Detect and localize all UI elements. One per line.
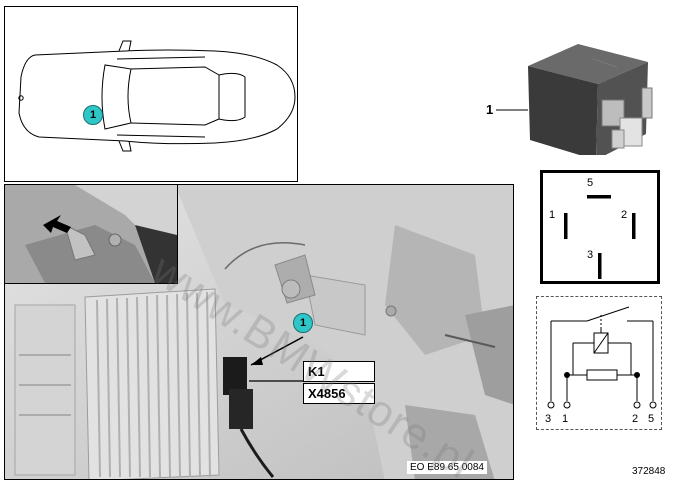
pin-label-1: 1 <box>549 209 556 221</box>
locator-callout-1: 1 <box>83 105 103 125</box>
schematic-terminal-5: 5 <box>648 413 655 425</box>
label-k1: K1 <box>303 361 375 382</box>
installation-photo-illustration <box>5 185 513 479</box>
image-number: 372848 <box>632 466 666 477</box>
relay-photo: ~~~~~~~~~ <box>528 44 653 155</box>
photo-reference-code: EO E89 65 0084 <box>407 461 487 474</box>
pin-label-2: 2 <box>621 209 628 221</box>
part-number-label: 1 <box>486 102 494 117</box>
schematic-terminal-3: 3 <box>545 413 552 425</box>
installation-photo-frame: 1 K1 X4856 EO E89 65 0084 <box>4 184 514 480</box>
part-leader-line <box>496 109 528 111</box>
schematic-terminal-1: 1 <box>562 413 569 425</box>
pin-diagram-bars <box>564 195 636 279</box>
car-top-view-outline <box>18 40 296 152</box>
pin-label-3: 3 <box>587 249 594 261</box>
photo-callout-1: 1 <box>293 313 313 333</box>
relay-schematic <box>547 306 657 409</box>
vehicle-locator-frame: 1 <box>4 6 298 182</box>
inset-detail-illustration <box>5 185 177 283</box>
pin-diagram-frame: 5 1 2 3 <box>540 170 660 284</box>
label-x4856: X4856 <box>303 383 375 404</box>
schematic-terminal-2: 2 <box>632 413 639 425</box>
pin-label-5: 5 <box>587 177 594 189</box>
schematic-frame: 3 1 2 5 <box>536 296 662 430</box>
inset-detail-photo <box>5 185 178 284</box>
